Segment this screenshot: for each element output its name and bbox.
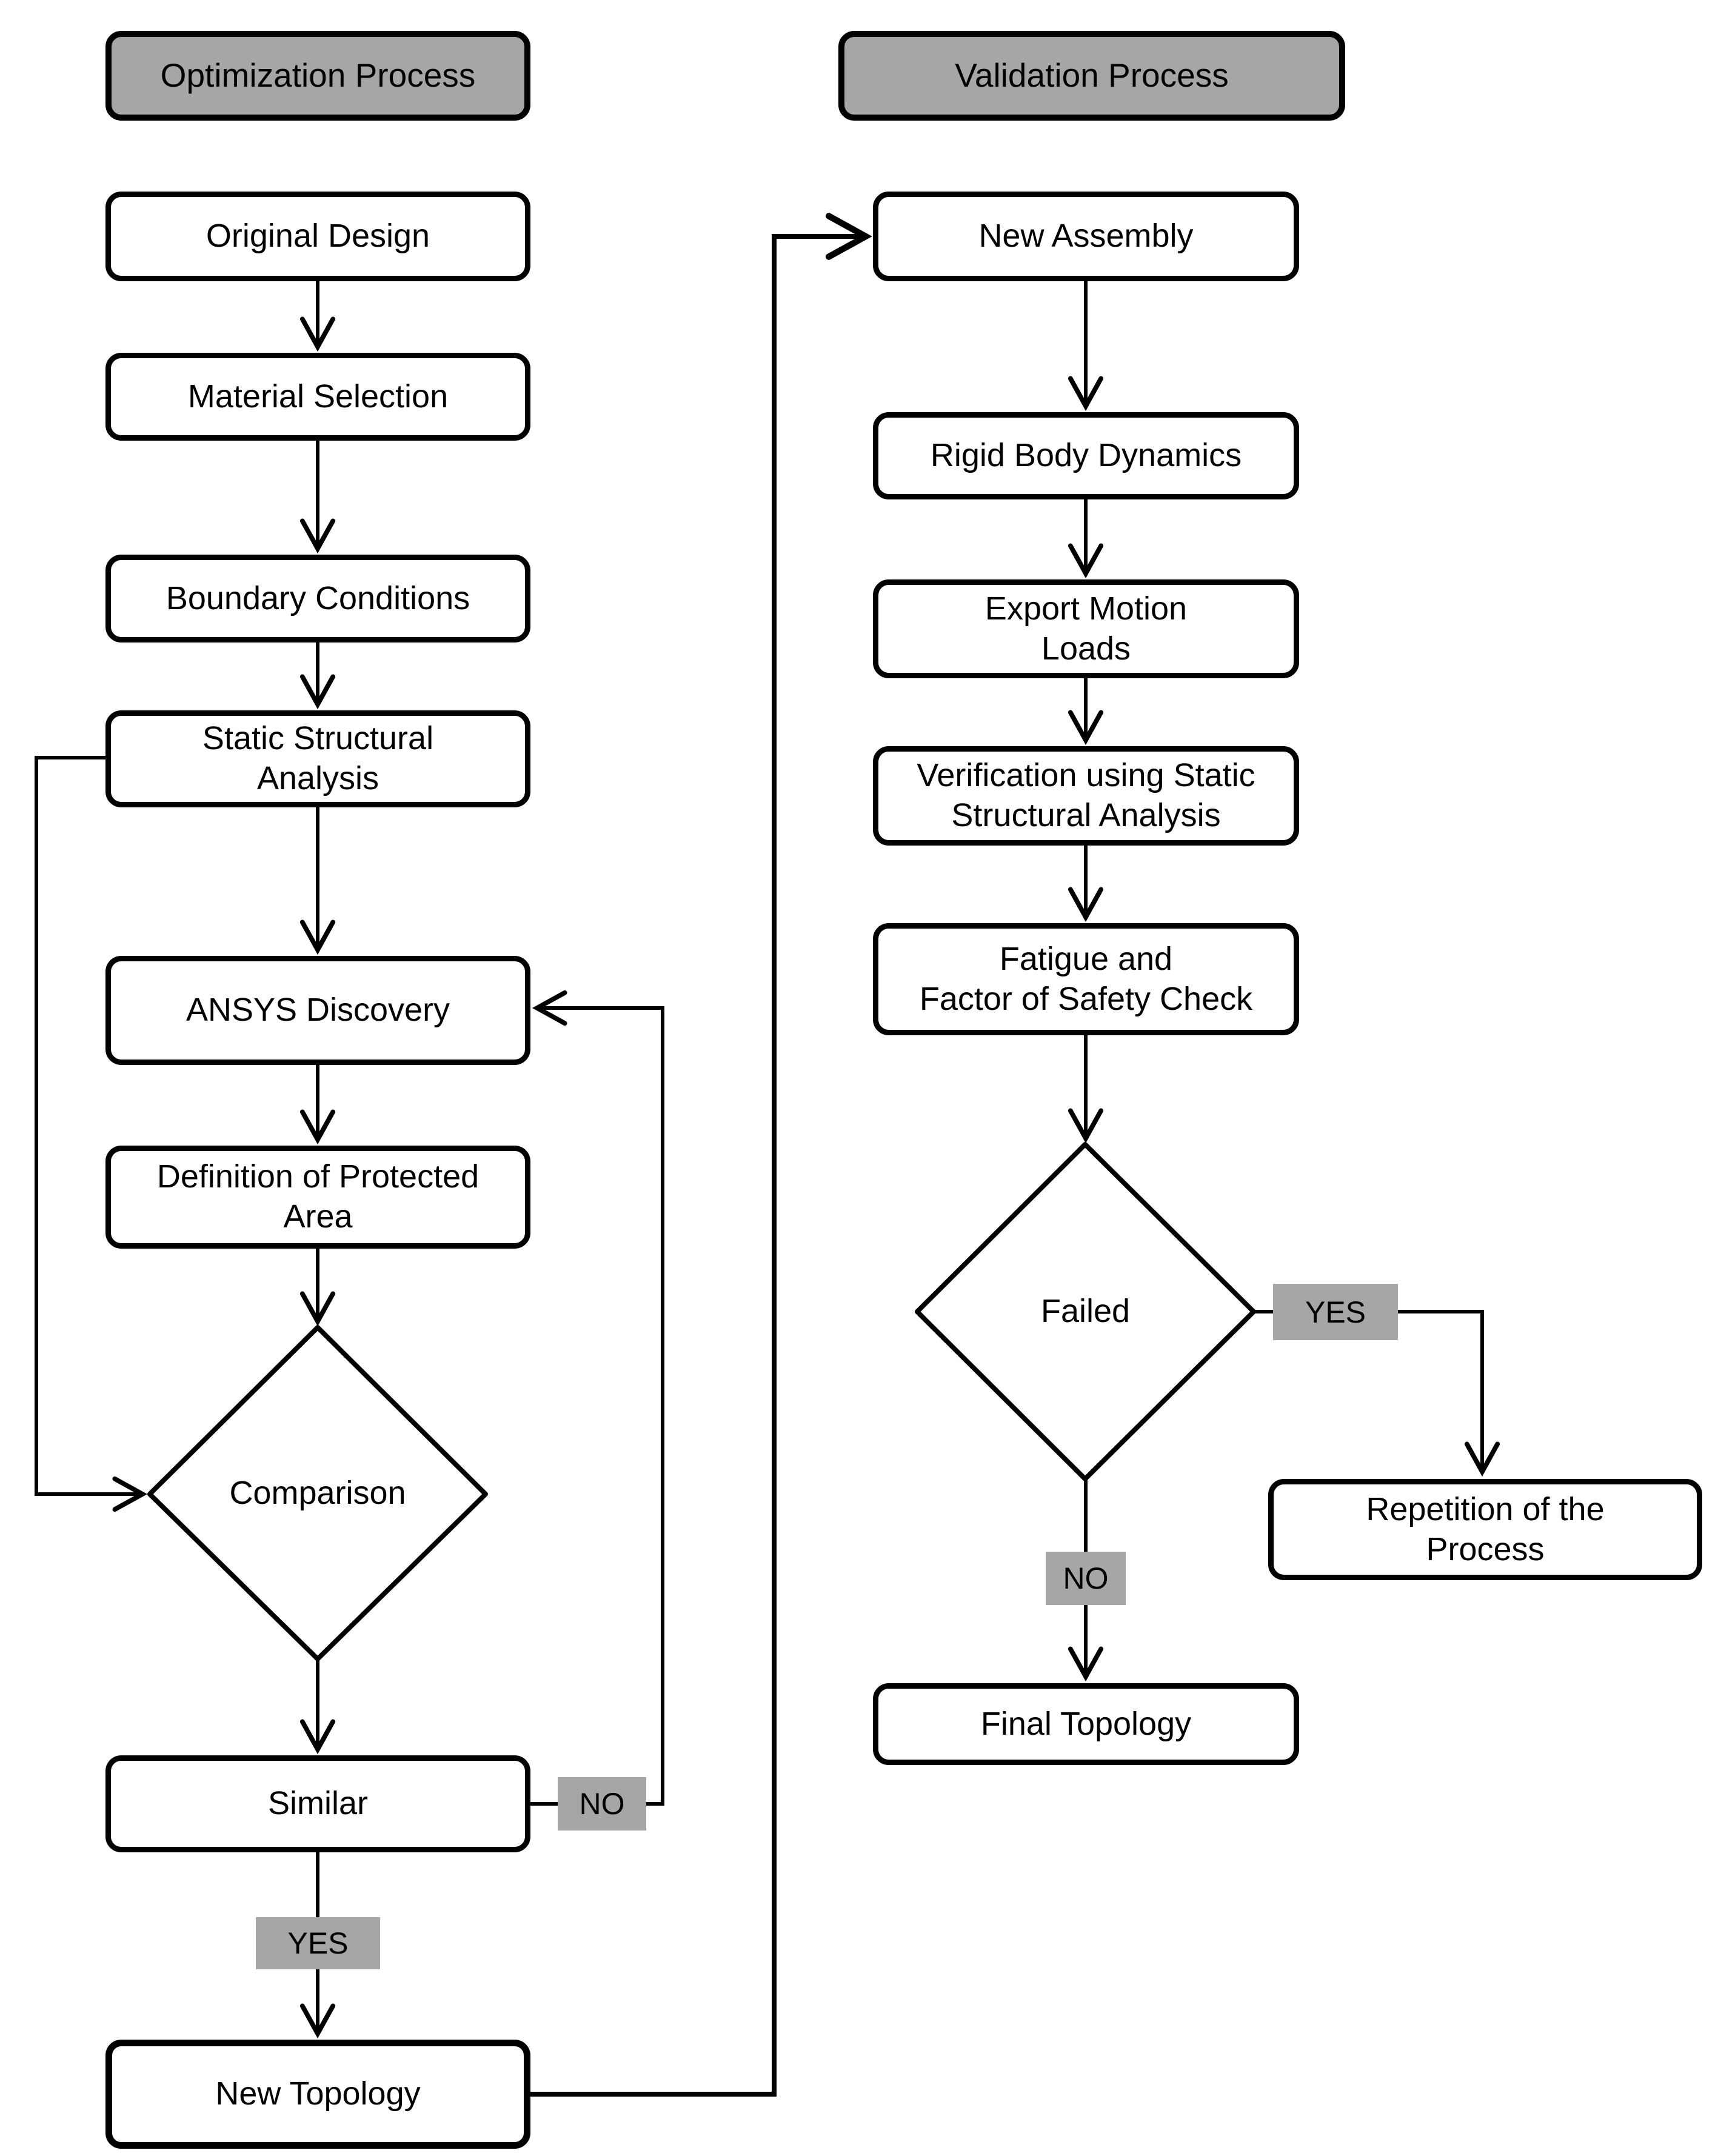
decision-comparison-label: Comparison — [150, 1327, 486, 1659]
edge-new-topology-new-assembly — [530, 213, 872, 2097]
node-label: Verification using Static Structural Ana… — [917, 757, 1255, 833]
edge-label-yes-right: YES — [1273, 1284, 1398, 1340]
node-new-topology: New Topology — [105, 2040, 530, 2149]
node-fatigue-factor-safety: Fatigue and Factor of Safety Check — [873, 923, 1299, 1035]
decision-label: Comparison — [229, 1474, 406, 1511]
node-label: Original Design — [206, 218, 430, 255]
edge-label-text: YES — [287, 1926, 349, 1960]
node-label: Boundary Conditions — [165, 579, 470, 616]
edge-label-no-right: NO — [1046, 1552, 1126, 1605]
edge-label-yes-left: YES — [256, 1917, 380, 1969]
node-label: Final Topology — [980, 1705, 1192, 1742]
decision-failed-shape — [915, 1142, 1256, 1481]
node-verification-static-structural: Verification using Static Structural Ana… — [873, 746, 1299, 846]
node-label: New Assembly — [978, 218, 1194, 255]
edge-label-no-left: NO — [558, 1777, 646, 1831]
node-label: Material Selection — [187, 378, 449, 415]
node-rigid-body-dynamics: Rigid Body Dynamics — [873, 412, 1299, 499]
node-new-assembly: New Assembly — [873, 192, 1299, 281]
node-material-selection: Material Selection — [105, 353, 530, 441]
edge-similar-no-loop-ansys-discovery — [530, 990, 664, 1806]
node-definition-protected-area: Definition of Protected Area — [105, 1146, 530, 1249]
decision-failed-label: Failed — [917, 1144, 1254, 1479]
node-similar: Similar — [105, 1755, 530, 1852]
header-label: Optimization Process — [160, 56, 476, 95]
edge-static-structural-feedback-comparison — [35, 756, 148, 1512]
node-label: Fatigue and Factor of Safety Check — [919, 940, 1253, 1017]
node-repetition-of-process: Repetition of the Process — [1268, 1479, 1702, 1580]
node-label: Definition of Protected Area — [156, 1158, 480, 1235]
edge-label-text: YES — [1305, 1295, 1366, 1329]
node-label: New Topology — [215, 2075, 421, 2112]
node-label: Static Structural Analysis — [202, 720, 434, 796]
node-label: Rigid Body Dynamics — [930, 437, 1242, 474]
node-label: Similar — [267, 1785, 368, 1822]
node-original-design: Original Design — [105, 192, 530, 281]
node-static-structural-analysis: Static Structural Analysis — [105, 710, 530, 807]
node-ansys-discovery: ANSYS Discovery — [105, 956, 530, 1065]
decision-label: Failed — [1040, 1293, 1131, 1330]
decision-comparison-shape — [147, 1325, 488, 1661]
node-export-motion-loads: Export Motion Loads — [873, 579, 1299, 678]
node-label: ANSYS Discovery — [186, 992, 450, 1029]
node-boundary-conditions: Boundary Conditions — [105, 555, 530, 642]
node-label: Repetition of the Process — [1366, 1490, 1605, 1567]
header-validation-process: Validation Process — [838, 31, 1345, 121]
header-optimization-process: Optimization Process — [105, 31, 530, 121]
edge-label-text: NO — [579, 1787, 625, 1821]
node-label: Export Motion Loads — [984, 590, 1188, 667]
header-label: Validation Process — [955, 56, 1229, 95]
node-final-topology: Final Topology — [873, 1683, 1299, 1765]
edge-label-text: NO — [1063, 1561, 1109, 1595]
